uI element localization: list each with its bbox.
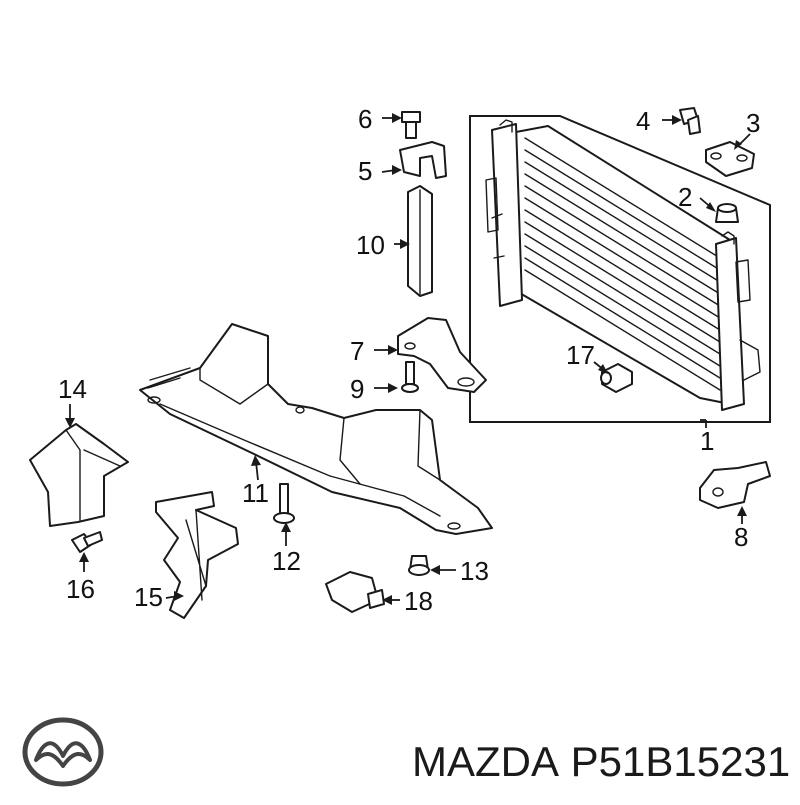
bolt-16 xyxy=(71,531,103,553)
mazda-logo-icon xyxy=(22,716,104,788)
sensor-17 xyxy=(600,363,633,393)
callout-1: 1 xyxy=(700,426,714,456)
part-number: P51B15231 xyxy=(570,738,791,785)
lower-shield-11 xyxy=(139,323,493,535)
upper-mount-bracket xyxy=(705,141,755,177)
side-deflector-15 xyxy=(155,491,239,619)
callout-13: 13 xyxy=(460,556,489,586)
bolt-6 xyxy=(401,111,421,139)
mount-bracket-7 xyxy=(397,317,487,393)
callout-2: 2 xyxy=(678,182,692,212)
callout-18: 18 xyxy=(404,586,433,616)
lower-mount-8 xyxy=(699,461,771,509)
callout-9: 9 xyxy=(350,374,364,404)
radiator-cap xyxy=(715,203,739,223)
callout-12: 12 xyxy=(272,546,301,576)
part-caption: MAZDA P51B15231 xyxy=(412,736,792,788)
radiator-assembly xyxy=(469,115,771,423)
callout-numbers: 1 2 3 4 5 6 7 8 9 10 11 12 13 14 15 16 1… xyxy=(58,104,760,616)
callout-8: 8 xyxy=(734,522,748,552)
side-deflector-14 xyxy=(29,423,129,527)
callout-14: 14 xyxy=(58,374,87,404)
sensor-18 xyxy=(325,571,385,613)
clip-bracket-5 xyxy=(399,141,447,179)
callout-17: 17 xyxy=(566,340,595,370)
callout-3: 3 xyxy=(746,108,760,138)
clip-13 xyxy=(408,555,430,576)
callout-16: 16 xyxy=(66,574,95,604)
callout-11: 11 xyxy=(242,478,269,508)
bolt-12 xyxy=(273,483,295,524)
callout-6: 6 xyxy=(358,104,372,134)
callout-10: 10 xyxy=(356,230,385,260)
callout-4: 4 xyxy=(636,106,650,136)
callout-15: 15 xyxy=(134,582,163,612)
bolt-4 xyxy=(679,107,701,135)
callout-5: 5 xyxy=(358,156,372,186)
callout-7: 7 xyxy=(350,336,364,366)
leader-lines xyxy=(65,113,751,605)
brand-name: MAZDA xyxy=(412,738,559,785)
side-seal-10 xyxy=(407,185,433,297)
bolt-9 xyxy=(401,361,419,393)
